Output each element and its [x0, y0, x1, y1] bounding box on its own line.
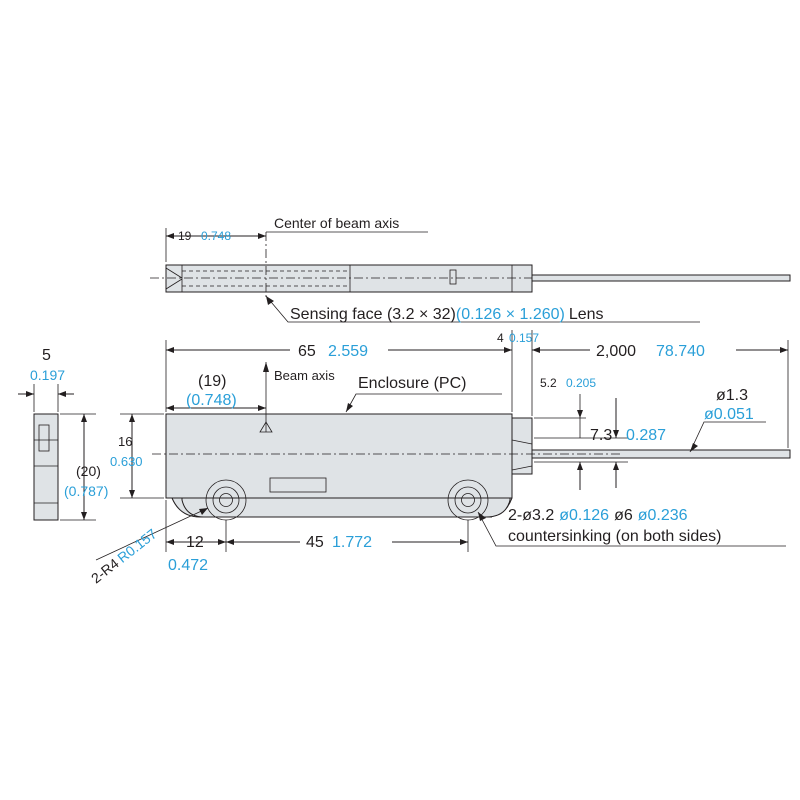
front-view-dim-4-inch: 0.157 — [509, 331, 539, 345]
front-view-dim-19-inch: (0.748) — [186, 392, 237, 409]
side-view-dim-5-mm: 5 — [42, 347, 51, 364]
front-view-dim-12-mm: 12 — [186, 534, 204, 551]
front-view-dim-45-inch: 1.772 — [332, 534, 372, 551]
holes-label-line2: countersinking (on both sides) — [508, 528, 721, 545]
cable-diameter-inch: ø0.051 — [704, 406, 754, 423]
radius-label: 2-R4R0.157 — [88, 525, 160, 586]
sensing-face-label: Sensing face (3.2 × 32)(0.126 × 1.260)Le… — [290, 306, 604, 323]
front-view-cable — [531, 449, 791, 459]
front-view-dim-5-2-inch: 0.205 — [566, 376, 596, 390]
side-view-dim-5-inch: 0.197 — [30, 367, 65, 383]
sensing-face-mm: Sensing face (3.2 × 32) — [290, 306, 456, 323]
front-view-dim-12-inch: 0.472 — [168, 557, 208, 574]
front-view: 16 0.630 65 2.559 4 0.157 2,000 78.740 (… — [88, 330, 791, 586]
front-view-label-window — [269, 477, 327, 493]
beam-axis-label: Beam axis — [274, 368, 335, 383]
radius-inch: R0.157 — [114, 525, 160, 566]
front-view-dim-65-mm: 65 — [298, 343, 316, 360]
center-of-beam-axis-label: Center of beam axis — [274, 215, 399, 231]
side-view-dim-20-inch: (0.787) — [64, 483, 108, 499]
top-view-dim-19-mm: 19 — [178, 229, 192, 243]
side-view-body — [33, 413, 59, 521]
holes-mm2: ø6 — [614, 507, 633, 524]
holes-inch1: ø0.126 — [559, 507, 609, 524]
front-view-dim-2000-inch: 78.740 — [656, 343, 705, 360]
front-view-dim-45-mm: 45 — [306, 534, 324, 551]
side-view: 5 0.197 (20) (0.787) — [18, 347, 108, 521]
holes-label-line1: 2-ø3.2 ø0.126 ø6 ø0.236 — [508, 507, 688, 524]
side-view-dim-20-mm: (20) — [76, 463, 101, 479]
top-view-cable — [531, 274, 791, 282]
top-view-dim-19-inch: 0.748 — [201, 229, 231, 243]
front-view-dim-4-mm: 4 — [497, 331, 504, 345]
sensing-face-inch: (0.126 × 1.260) — [456, 306, 565, 323]
enclosure-label: Enclosure (PC) — [358, 375, 466, 392]
cable-diameter-mm: ø1.3 — [716, 387, 748, 404]
front-view-dim-16-inch: 0.630 — [110, 454, 143, 469]
holes-inch2: ø0.236 — [638, 507, 688, 524]
radius-mm: 2-R4 — [88, 555, 122, 586]
front-view-dim-5-2-mm: 5.2 — [540, 376, 557, 390]
top-view-slot — [449, 269, 457, 285]
front-view-dim-65-inch: 2.559 — [328, 343, 368, 360]
front-view-dim-2000-mm: 2,000 — [596, 343, 636, 360]
top-view-sensor-body — [165, 264, 533, 293]
front-view-dim-7-3-mm: 7.3 — [590, 427, 612, 444]
holes-mm1: 2-ø3.2 — [508, 507, 554, 524]
front-view-dim-19-mm: (19) — [198, 373, 226, 390]
sensing-face-suffix: Lens — [569, 306, 604, 323]
front-view-dim-7-3-inch: 0.287 — [626, 427, 666, 444]
front-view-dim-16-mm: 16 — [118, 434, 132, 449]
front-view-cable-sleeve — [511, 417, 533, 475]
top-view: 19 0.748 Center of beam axis Sensing fac… — [150, 215, 791, 323]
